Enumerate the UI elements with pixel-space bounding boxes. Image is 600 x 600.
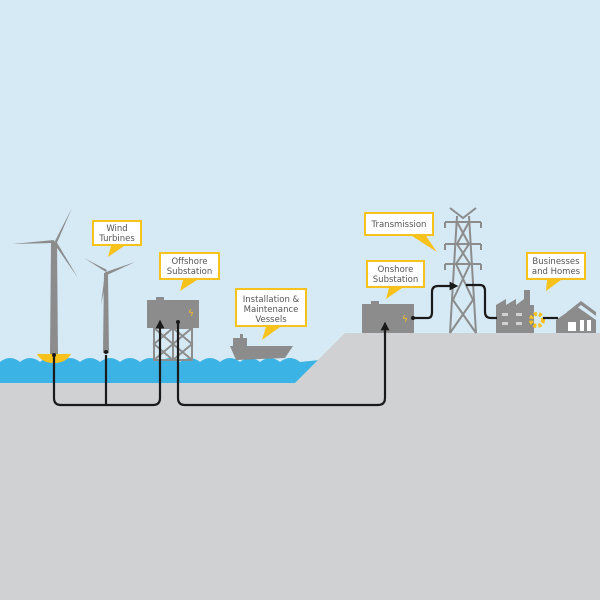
wind-turbine-2 — [84, 258, 135, 353]
lightning-icon: ϟ — [188, 309, 194, 319]
transmission-pylon — [444, 207, 482, 334]
label-line: Installation & — [243, 295, 300, 305]
label-line: Substation — [373, 275, 418, 285]
wind-turbine-1 — [12, 208, 78, 363]
gear-icon — [529, 312, 545, 328]
offshore-substation: ϟ — [147, 297, 199, 361]
label-line: Substation — [167, 267, 212, 277]
label-line: Offshore — [171, 257, 207, 267]
house — [556, 301, 596, 333]
callout-businesses-homes: Businesses and Homes — [526, 252, 586, 291]
onshore-substation: ϟ — [362, 301, 414, 333]
label-line: Onshore — [378, 265, 414, 275]
maintenance-vessel — [230, 334, 293, 360]
ground — [0, 333, 600, 600]
label-line: Wind — [106, 224, 127, 234]
label-line: Turbines — [98, 234, 135, 244]
label-line: and Homes — [532, 267, 581, 277]
power-cables — [52, 281, 558, 407]
label-line: Transmission — [371, 220, 427, 230]
callout-transmission: Transmission — [364, 212, 437, 252]
label-line: Maintenance — [244, 305, 299, 315]
callout-wind-turbines: Wind Turbines — [92, 220, 142, 257]
label-line: Vessels — [255, 315, 287, 325]
callout-vessels: Installation & Maintenance Vessels — [235, 288, 307, 340]
label-line: Businesses — [532, 257, 580, 267]
callout-onshore-substation: Onshore Substation — [366, 260, 425, 299]
factory — [496, 290, 534, 333]
lightning-icon: ϟ — [402, 315, 408, 325]
callout-offshore-substation: Offshore Substation — [159, 252, 220, 291]
